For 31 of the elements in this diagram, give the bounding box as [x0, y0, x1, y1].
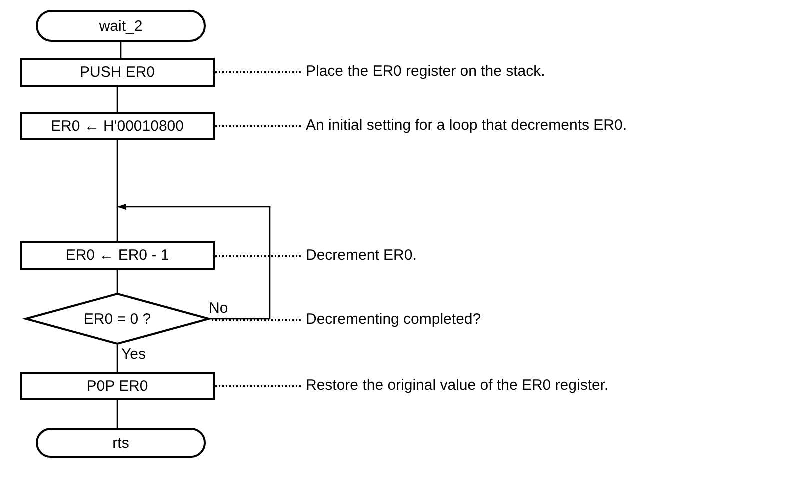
node-text: wait_2 — [99, 18, 143, 34]
leader-line — [215, 386, 301, 388]
terminal-box — [36, 428, 206, 458]
process-box — [20, 112, 215, 140]
leader-line — [215, 126, 301, 128]
connector — [116, 345, 118, 372]
node-text: ER0 = 0 ? — [84, 310, 152, 328]
process-box — [20, 241, 215, 270]
node-text: ER0 ← H'00010800 — [51, 118, 184, 134]
connector — [120, 42, 122, 58]
annotation-text: Restore the original value of the ER0 register. — [306, 377, 609, 394]
node-text: ER0 ← ER0 - 1 — [66, 247, 170, 264]
connector — [116, 400, 118, 428]
node-text: P0P ER0 — [86, 378, 148, 394]
annotation-text: Decrement ER0. — [306, 247, 417, 264]
annotation-text: Place the ER0 register on the stack. — [306, 63, 546, 80]
process-box — [20, 372, 215, 400]
node-text: PUSH ER0 — [80, 64, 156, 81]
node-text: rts — [112, 434, 130, 452]
decision-diamond — [25, 293, 210, 345]
connector — [116, 140, 118, 241]
leader-line — [215, 72, 301, 74]
leader-line — [215, 256, 301, 258]
connector — [118, 204, 271, 320]
leader-line — [210, 320, 301, 322]
process-box — [20, 58, 215, 87]
connector — [116, 270, 118, 293]
connector — [116, 87, 118, 112]
annotation-text: An initial setting for a loop that decrements ER0. — [306, 117, 628, 134]
annotation-text: Decrementing completed? — [306, 311, 482, 328]
terminal-box — [36, 10, 206, 42]
